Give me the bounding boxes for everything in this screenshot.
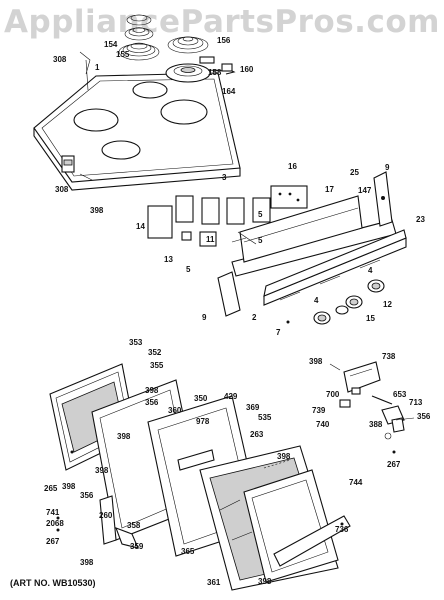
infinite-switches — [147, 195, 271, 247]
art-number: (ART NO. WB10530) — [10, 578, 96, 588]
callout-741-left: 267 — [46, 537, 60, 546]
callout-267: 358 — [127, 521, 141, 530]
callout-16: 16 — [288, 162, 297, 171]
callout-2068: 260 — [99, 511, 113, 520]
callout-5-top: 5 — [258, 210, 263, 219]
callout-350: 350 — [194, 394, 208, 403]
callout-978: 265 — [44, 484, 58, 493]
callout-398-door-d: 398 — [62, 482, 76, 491]
callout-359: 361 — [207, 578, 221, 587]
callout-7: 7 — [276, 328, 281, 337]
callout-308-top: 308 — [53, 55, 67, 64]
bracket-308 — [61, 155, 93, 181]
callout-738: 653 — [393, 390, 407, 399]
callout-356: 978 — [196, 417, 210, 426]
callout-365: 736 — [335, 525, 349, 534]
callout-3: 3 — [222, 173, 227, 182]
callout-358: 365 — [181, 547, 195, 556]
callout-398-door-b: 398 — [117, 432, 131, 441]
callout-11: 11 — [206, 235, 215, 244]
callout-147: 147 — [358, 186, 372, 195]
control-knobs — [313, 279, 385, 325]
callout-15: 15 — [366, 314, 375, 323]
callout-429: 429 — [224, 392, 238, 401]
latch-assembly — [329, 361, 415, 440]
callout-5-bottom: 5 — [186, 265, 191, 274]
callout-355: 355 — [150, 361, 164, 370]
callout-736: 738 — [382, 352, 396, 361]
callout-9-top: 9 — [385, 163, 390, 172]
callout-362-b: 356 — [80, 491, 94, 500]
callout-9-bottom: 9 — [202, 313, 207, 322]
callout-398-bottom: 398 — [258, 577, 272, 586]
callout-362-c: 356 — [417, 412, 431, 421]
callout-398-left: 398 — [90, 206, 104, 215]
callout-4-right: 4 — [368, 266, 373, 275]
callout-353: 353 — [129, 338, 143, 347]
callout-398-door-e: 398 — [80, 558, 94, 567]
callout-739: 388 — [369, 420, 383, 429]
callout-4-left: 4 — [314, 296, 319, 305]
callout-713: 740 — [316, 420, 330, 429]
callout-265: 2068 — [46, 519, 64, 528]
callout-398-door-a: 398 — [145, 386, 159, 395]
callout-154: 154 — [104, 40, 118, 49]
cooktop-assembly — [33, 51, 241, 191]
callout-700: 713 — [409, 398, 423, 407]
callout-398-door-f: 398 — [277, 452, 291, 461]
callout-744: 700 — [326, 390, 340, 399]
watermark-text: AppliancePartsPros.com — [4, 4, 440, 40]
callout-352: 352 — [148, 348, 162, 357]
hardware — [56, 320, 396, 532]
surface-burners — [118, 14, 236, 83]
callout-17: 17 — [325, 185, 334, 194]
callout-535: 535 — [258, 413, 272, 422]
callout-156: 156 — [217, 36, 231, 45]
callout-361: 744 — [349, 478, 363, 487]
callout-155: 155 — [116, 50, 130, 59]
callout-5-mid: 5 — [258, 236, 263, 245]
callout-653: 739 — [312, 406, 326, 415]
callout-360: 263 — [250, 430, 264, 439]
callout-158: 158 — [208, 68, 222, 77]
callout-2: 2 — [252, 313, 257, 322]
callout-398-right: 398 — [309, 357, 323, 366]
callout-398-door-c: 398 — [95, 466, 109, 475]
callout-263: 741 — [46, 508, 60, 517]
backguard-assembly — [217, 171, 407, 317]
callout-362-a: 356 — [145, 398, 159, 407]
callout-1: 1 — [95, 63, 100, 72]
callout-164: 164 — [222, 87, 236, 96]
callout-160: 160 — [240, 65, 254, 74]
callout-369: 369 — [246, 403, 260, 412]
callout-260: 359 — [130, 542, 144, 551]
callout-308-bottom: 308 — [55, 185, 69, 194]
callout-741-right: 267 — [387, 460, 401, 469]
callout-354: 360 — [168, 406, 182, 415]
callout-23: 23 — [416, 215, 425, 224]
callout-25: 25 — [350, 168, 359, 177]
callout-13: 13 — [164, 255, 173, 264]
callout-14: 14 — [136, 222, 145, 231]
oven-door-assembly — [49, 363, 351, 591]
callout-12: 12 — [383, 300, 392, 309]
